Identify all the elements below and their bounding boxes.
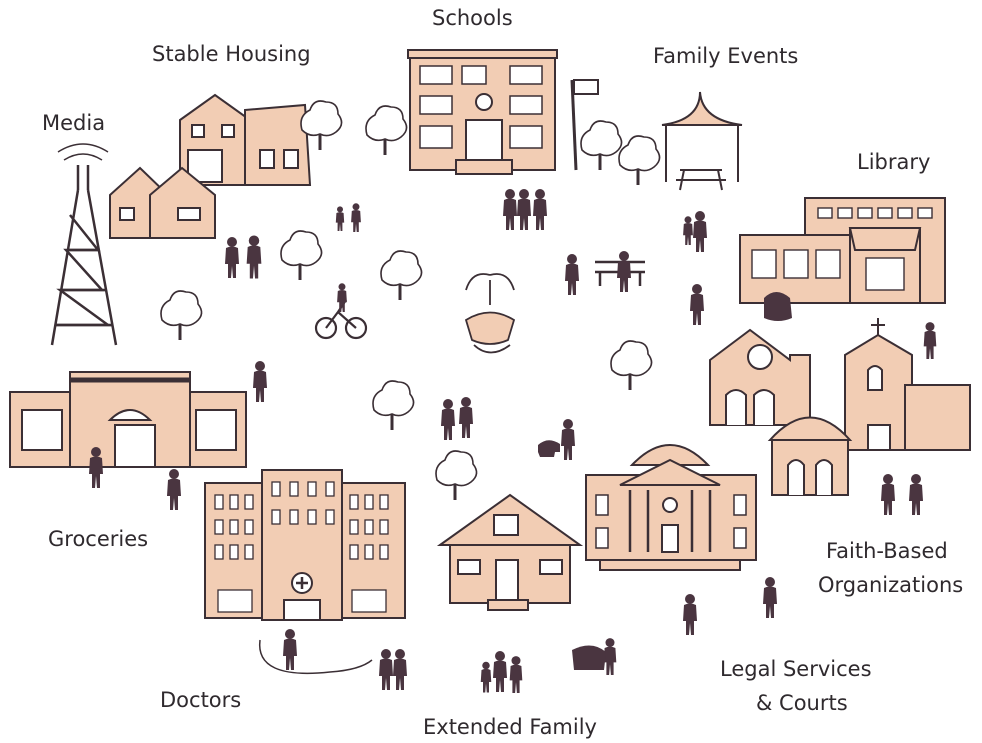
courthouse-building (585, 444, 757, 571)
label-media: Media (42, 111, 106, 135)
grocery-store (9, 371, 247, 468)
label-family-events: Family Events (653, 44, 799, 68)
hospital-building (204, 469, 406, 675)
library-building (739, 197, 946, 304)
label-library: Library (857, 150, 931, 174)
label-legal-line1: Legal Services (720, 657, 872, 681)
bicycle (314, 299, 368, 340)
housing-buildings (109, 93, 344, 239)
people-silhouettes (89, 189, 937, 693)
faith-buildings (709, 318, 971, 496)
label-faith-line2: Organizations (818, 573, 964, 597)
label-stable-housing: Stable Housing (152, 42, 311, 66)
family-house (436, 493, 584, 611)
label-groceries: Groceries (48, 527, 149, 551)
fountain (464, 273, 516, 354)
label-schools: Schools (432, 6, 513, 30)
label-faith-line1: Faith-Based (826, 539, 948, 563)
radio-tower (50, 143, 118, 346)
label-extended-family: Extended Family (423, 715, 597, 739)
event-tent (661, 91, 743, 191)
label-doctors: Doctors (160, 688, 242, 712)
school-building (407, 49, 599, 175)
label-legal-line2: & Courts (756, 691, 848, 715)
